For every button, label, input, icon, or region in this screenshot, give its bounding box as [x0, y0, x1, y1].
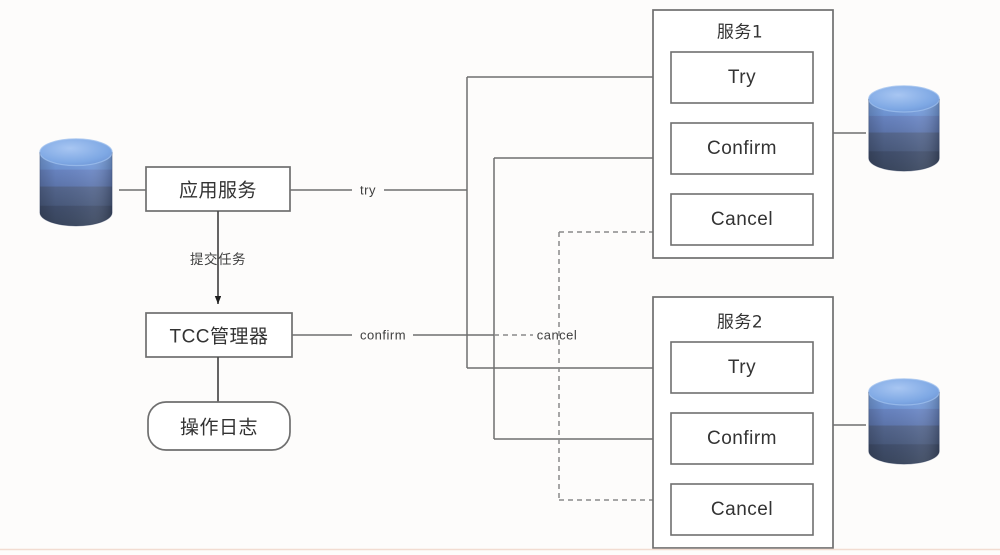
node-service2-try-label: Try — [727, 357, 757, 378]
node-service2-confirm-label: Confirm — [706, 428, 778, 449]
node-service1-try-label: Try — [727, 67, 757, 88]
application-database-cylinder — [39, 138, 113, 227]
node-service1-try[interactable] — [670, 51, 814, 104]
service1-database-cylinder — [868, 85, 940, 172]
group-service1-title: 服务1 — [716, 22, 764, 43]
edge-label-confirm: confirm — [359, 327, 407, 343]
node-operation-log[interactable] — [147, 401, 291, 451]
node-service2-try[interactable] — [670, 341, 814, 394]
node-service1-cancel-label: Cancel — [710, 209, 774, 230]
node-service1-confirm-label: Confirm — [706, 138, 778, 159]
edge-label-cancel: cancel — [536, 327, 578, 343]
node-service2-cancel-label: Cancel — [710, 499, 774, 520]
edge-label-submit-task: 提交任务 — [190, 252, 246, 268]
edge-label-try: try — [360, 182, 376, 198]
node-service2-cancel[interactable] — [670, 483, 814, 536]
service2-database-cylinder — [868, 378, 940, 465]
node-app-service-label: 应用服务 — [178, 179, 258, 202]
node-operation-log-label: 操作日志 — [179, 416, 259, 439]
node-service2-confirm[interactable] — [670, 412, 814, 465]
node-service1-cancel[interactable] — [670, 193, 814, 246]
group-service2-title: 服务2 — [716, 312, 764, 333]
node-tcc-manager-label: TCC管理器 — [169, 326, 269, 348]
node-tcc-manager[interactable] — [145, 312, 293, 358]
node-service1-confirm[interactable] — [670, 122, 814, 175]
